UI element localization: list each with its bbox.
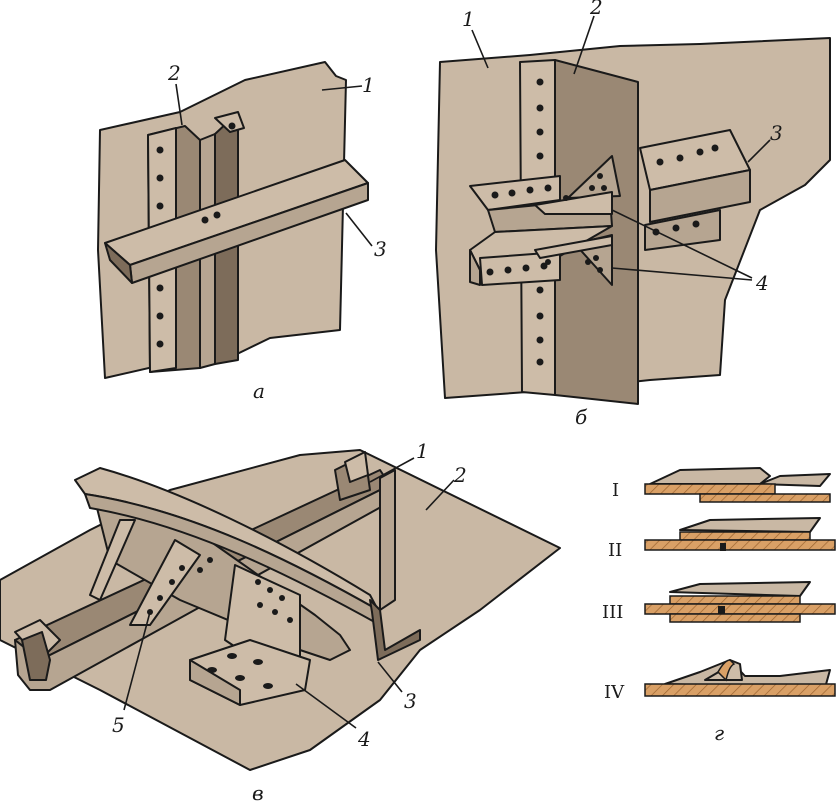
panel-a: 2 1 3 а: [97, 61, 387, 403]
panel-b: 1 2 3 4 б: [435, 0, 831, 429]
joint-row-3: III: [602, 581, 836, 623]
panel-g: I II III IV: [602, 467, 836, 745]
caption-g: г: [714, 721, 724, 745]
rivets-v-bracket: [255, 579, 293, 623]
joint-row-1: I: [612, 467, 831, 503]
row-label-3: III: [602, 602, 623, 623]
rivets-b-frame: [536, 78, 544, 366]
row-label-2: II: [608, 540, 622, 561]
caption-v: в: [252, 781, 264, 805]
row-label-4: IV: [604, 682, 625, 703]
gusset-v-2: [129, 539, 201, 626]
label-b-1: 1: [462, 7, 475, 31]
rivets-v-base: [207, 653, 273, 689]
label-b-4: 4: [755, 271, 769, 295]
label-a-3: 3: [374, 237, 387, 261]
caption-b: б: [575, 405, 588, 429]
gusset-v-1: [89, 519, 136, 601]
label-v-4: 4: [357, 727, 371, 751]
label-a-2: 2: [167, 61, 181, 85]
panel-v: 1 2 3 4 5 в: [0, 439, 561, 805]
rivets-a: [156, 122, 236, 348]
label-v-2: 2: [453, 463, 467, 487]
label-v-5: 5: [112, 713, 125, 737]
label-v-1: 1: [416, 439, 429, 463]
label-a-1: 1: [362, 73, 375, 97]
joint-row-2: II: [608, 517, 836, 561]
label-v-3: 3: [404, 689, 417, 713]
label-b-2: 2: [589, 0, 603, 19]
label-b-3: 3: [770, 121, 783, 145]
caption-a: а: [253, 379, 265, 403]
joint-row-4: IV: [604, 659, 836, 703]
row-label-1: I: [612, 480, 619, 501]
